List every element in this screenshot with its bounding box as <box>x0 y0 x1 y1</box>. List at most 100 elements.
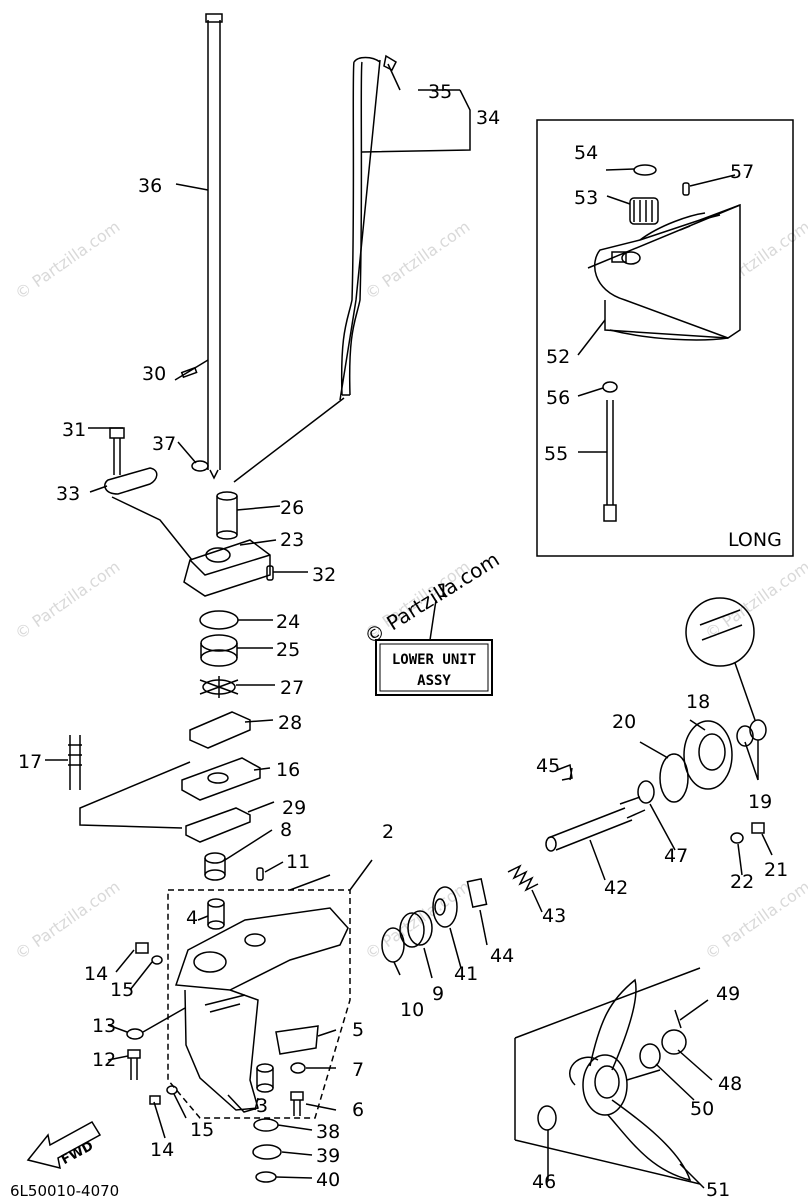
part-54-circlip <box>633 164 657 176</box>
callout-2: 2 <box>382 821 394 843</box>
part-34-shift-rod <box>233 56 381 483</box>
callout-51: 51 <box>706 1179 730 1200</box>
part-47-seal <box>637 780 655 804</box>
part-52-extension-housing <box>587 203 741 341</box>
callout-41: 41 <box>454 963 478 985</box>
callout-56: 56 <box>546 387 570 409</box>
part-6-bolt <box>290 1091 304 1116</box>
watermark: © Partzilla.com <box>361 217 473 303</box>
watermark: © Partzilla.com <box>11 557 123 643</box>
part-41-forward-gear <box>432 886 458 928</box>
callout-25: 25 <box>276 639 300 661</box>
callout-20: 20 <box>612 711 636 733</box>
callout-9: 9 <box>432 983 444 1005</box>
callout-43: 43 <box>542 905 566 927</box>
callout-26: 26 <box>280 497 304 519</box>
watermark: © Partzilla.com <box>11 877 123 963</box>
part-30-pin <box>180 366 198 379</box>
callout-23: 23 <box>280 529 304 551</box>
callout-34: 34 <box>476 107 500 129</box>
part-9-bearing <box>399 910 433 948</box>
callout-10: 10 <box>400 999 424 1021</box>
part-21-o-ring <box>659 753 689 803</box>
part-24-pump-housing <box>183 539 271 597</box>
part-4-bushing <box>207 898 225 930</box>
callout-48: 48 <box>718 1073 742 1095</box>
watermark-main: © Partzilla.com <box>360 547 504 649</box>
callout-28: 28 <box>278 712 302 734</box>
callout-29: 29 <box>282 797 306 819</box>
diagram-code: 6L50010-4070 <box>10 1182 119 1200</box>
part-8-oil-seal <box>204 852 226 881</box>
part-53-needle-bearing <box>629 197 659 225</box>
part-15-gasket-upper <box>151 955 163 965</box>
part-12-bolt <box>127 1049 141 1080</box>
part-38-pinion <box>252 1144 282 1160</box>
callout-30: 30 <box>142 363 166 385</box>
callout-44: 44 <box>490 945 514 967</box>
part-3-bushing <box>256 1063 274 1093</box>
part-10-shim <box>381 927 405 963</box>
callout-13: 13 <box>92 1015 116 1037</box>
part-27-outer-plate <box>189 711 251 749</box>
callout-6: 6 <box>352 1099 364 1121</box>
part-57-dowel <box>682 182 690 196</box>
callout-31: 31 <box>62 419 86 441</box>
callout-32: 32 <box>312 564 336 586</box>
part-48-nut <box>661 1029 687 1055</box>
callout-16: 16 <box>276 759 300 781</box>
part-32-dowel <box>266 565 274 581</box>
part-28-bushing <box>216 491 238 540</box>
part-43-spring <box>507 864 539 892</box>
part-15-gasket-lower <box>166 1085 178 1095</box>
callout-24: 24 <box>276 611 300 633</box>
watermarks: © Partzilla.com © Partzilla.com © Partzill… <box>11 217 808 963</box>
callout-8: 8 <box>280 819 292 841</box>
part-13-washer <box>126 1028 144 1040</box>
callout-18: 18 <box>686 691 710 713</box>
callout-52: 52 <box>546 346 570 368</box>
callout-15: 15 <box>190 1119 214 1141</box>
callout-57: 57 <box>730 161 754 183</box>
callout-7: 7 <box>352 1059 364 1081</box>
callout-27: 27 <box>280 677 304 699</box>
callout-47: 47 <box>664 845 688 867</box>
callout-35: 35 <box>428 81 452 103</box>
part-55-stud-bolt <box>603 400 617 522</box>
part-17-gasket <box>185 807 251 843</box>
long-label: LONG <box>728 529 782 551</box>
callout-14: 14 <box>84 963 108 985</box>
part-5-anode <box>275 1025 319 1055</box>
callout-33: 33 <box>56 483 80 505</box>
part-14-plug-upper <box>135 942 149 954</box>
callout-38: 38 <box>316 1121 340 1143</box>
watermark: © Partzilla.com <box>11 217 123 303</box>
callout-42: 42 <box>604 877 628 899</box>
part-16-pump-case <box>181 757 261 801</box>
assy-line1: LOWER UNIT <box>392 652 476 668</box>
part-37-washer <box>191 460 209 472</box>
callout-55: 55 <box>544 443 568 465</box>
callout-54: 54 <box>574 142 598 164</box>
callout-40: 40 <box>316 1169 340 1191</box>
part-33-plate <box>104 467 158 495</box>
part-46-thrust-washer <box>537 1105 557 1131</box>
part-25-o-ring <box>199 610 239 630</box>
assy-line2: ASSY <box>417 673 451 689</box>
part-35-clip <box>383 54 397 72</box>
callout-3: 3 <box>256 1095 268 1117</box>
grease-callout <box>685 597 755 667</box>
part-26-cartridge <box>200 634 238 667</box>
part-11-dowel <box>256 867 264 881</box>
part-22-bolt <box>751 822 765 834</box>
assy-label-box: LOWER UNIT ASSY <box>375 639 493 696</box>
long-version-box <box>536 119 794 557</box>
part-44-cross-pin <box>466 877 488 909</box>
callout-4: 4 <box>186 907 198 929</box>
callout-19: 19 <box>748 791 772 813</box>
callout-14: 14 <box>150 1139 174 1161</box>
callout-labels: 1234567891011121314141515161718192021222… <box>18 81 788 1201</box>
callout-46: 46 <box>532 1171 556 1193</box>
